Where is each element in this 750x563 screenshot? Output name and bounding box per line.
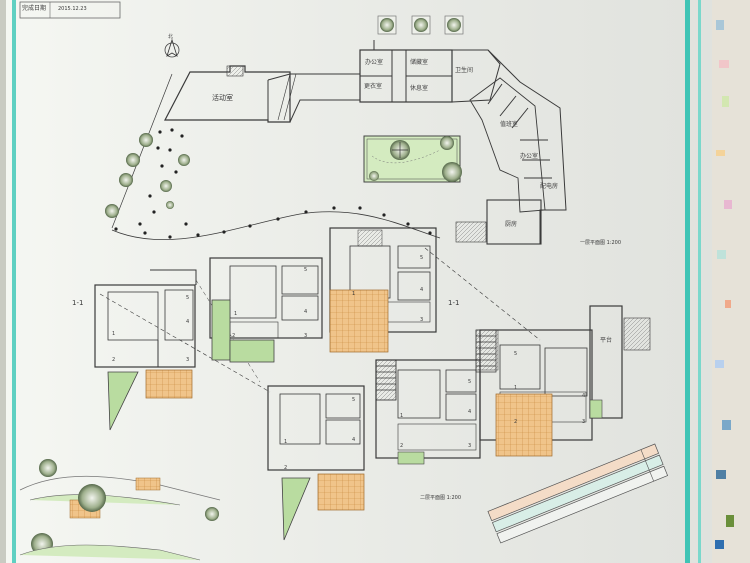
elevation-sketch (19, 459, 221, 561)
section-mark-left: 1-1 (72, 299, 84, 307)
room-r1: 办公室 (365, 59, 384, 66)
unit-number: 2 (112, 357, 116, 363)
unit-number: 4 (352, 437, 356, 443)
room-r6: 值班室 (500, 121, 519, 128)
unit-number: 1 (284, 439, 288, 445)
room-r9: 厨房 (505, 221, 518, 228)
north-arrow-icon (164, 38, 180, 58)
unit-number: 1 (352, 291, 356, 297)
room-r2: 储藏室 (410, 59, 429, 66)
unit-number: 5 (514, 351, 518, 357)
unit-number: 1 (234, 311, 238, 317)
unit-number: 3 (582, 419, 586, 425)
stair-icon (375, 329, 497, 401)
unit-number: 3 (468, 443, 472, 449)
unit-number: 5 (304, 267, 308, 273)
right-border-line (685, 0, 690, 563)
unit-number: 5 (186, 295, 190, 301)
table-edge (712, 0, 750, 563)
floor1-caption: 一层平面图 1:200 (580, 240, 621, 246)
drawing-date: 2015.12.23 (58, 6, 87, 12)
floor-plan-1 (111, 40, 567, 245)
room-r10: 平台 (600, 337, 613, 344)
tree-icon (442, 162, 462, 182)
north-arrow-label: 北 (168, 34, 174, 40)
room-r7: 办公室 (520, 153, 539, 160)
unit-number: 4 (304, 309, 308, 315)
unit-number: 2 (514, 419, 518, 425)
unit-number: 5 (352, 397, 356, 403)
unit-number: 1 (514, 385, 518, 391)
title-block-label: 完成日期 (22, 5, 47, 12)
unit-number: 3 (186, 357, 190, 363)
unit-number: 5 (468, 379, 472, 385)
landscape-fills (107, 289, 603, 541)
tree-icon (440, 136, 454, 150)
room-r4: 更衣室 (364, 83, 383, 90)
unit-number: 4 (582, 393, 586, 399)
unit-number: 1 (112, 331, 116, 337)
section-mark-right: 1-1 (448, 299, 460, 307)
unit-number: 2 (284, 465, 288, 471)
unit-number: 2 (232, 333, 236, 339)
unit-number: 3 (304, 333, 308, 339)
floor2-caption: 二层平面图 1:200 (420, 495, 461, 501)
tree-icon (369, 171, 379, 181)
planter-row-top (377, 15, 464, 35)
room-gym: 活动室 (212, 94, 233, 102)
unit-number: 3 (420, 317, 424, 323)
unit-number: 4 (186, 319, 190, 325)
room-r3: 卫生间 (455, 67, 474, 74)
unit-number: 1 (400, 413, 404, 419)
section-strip (487, 443, 669, 544)
unit-number: 5 (420, 255, 424, 261)
unit-number: 2 (400, 443, 404, 449)
paint-swatches (715, 20, 734, 549)
unit-number: 4 (420, 287, 424, 293)
left-border-line (12, 0, 16, 563)
room-r8: 配电房 (540, 183, 559, 190)
unit-number: 4 (468, 409, 472, 415)
courtyard-planter (363, 135, 462, 183)
room-r5: 休息室 (410, 85, 429, 92)
landscape-trees-left (105, 128, 432, 239)
title-block (19, 1, 121, 19)
